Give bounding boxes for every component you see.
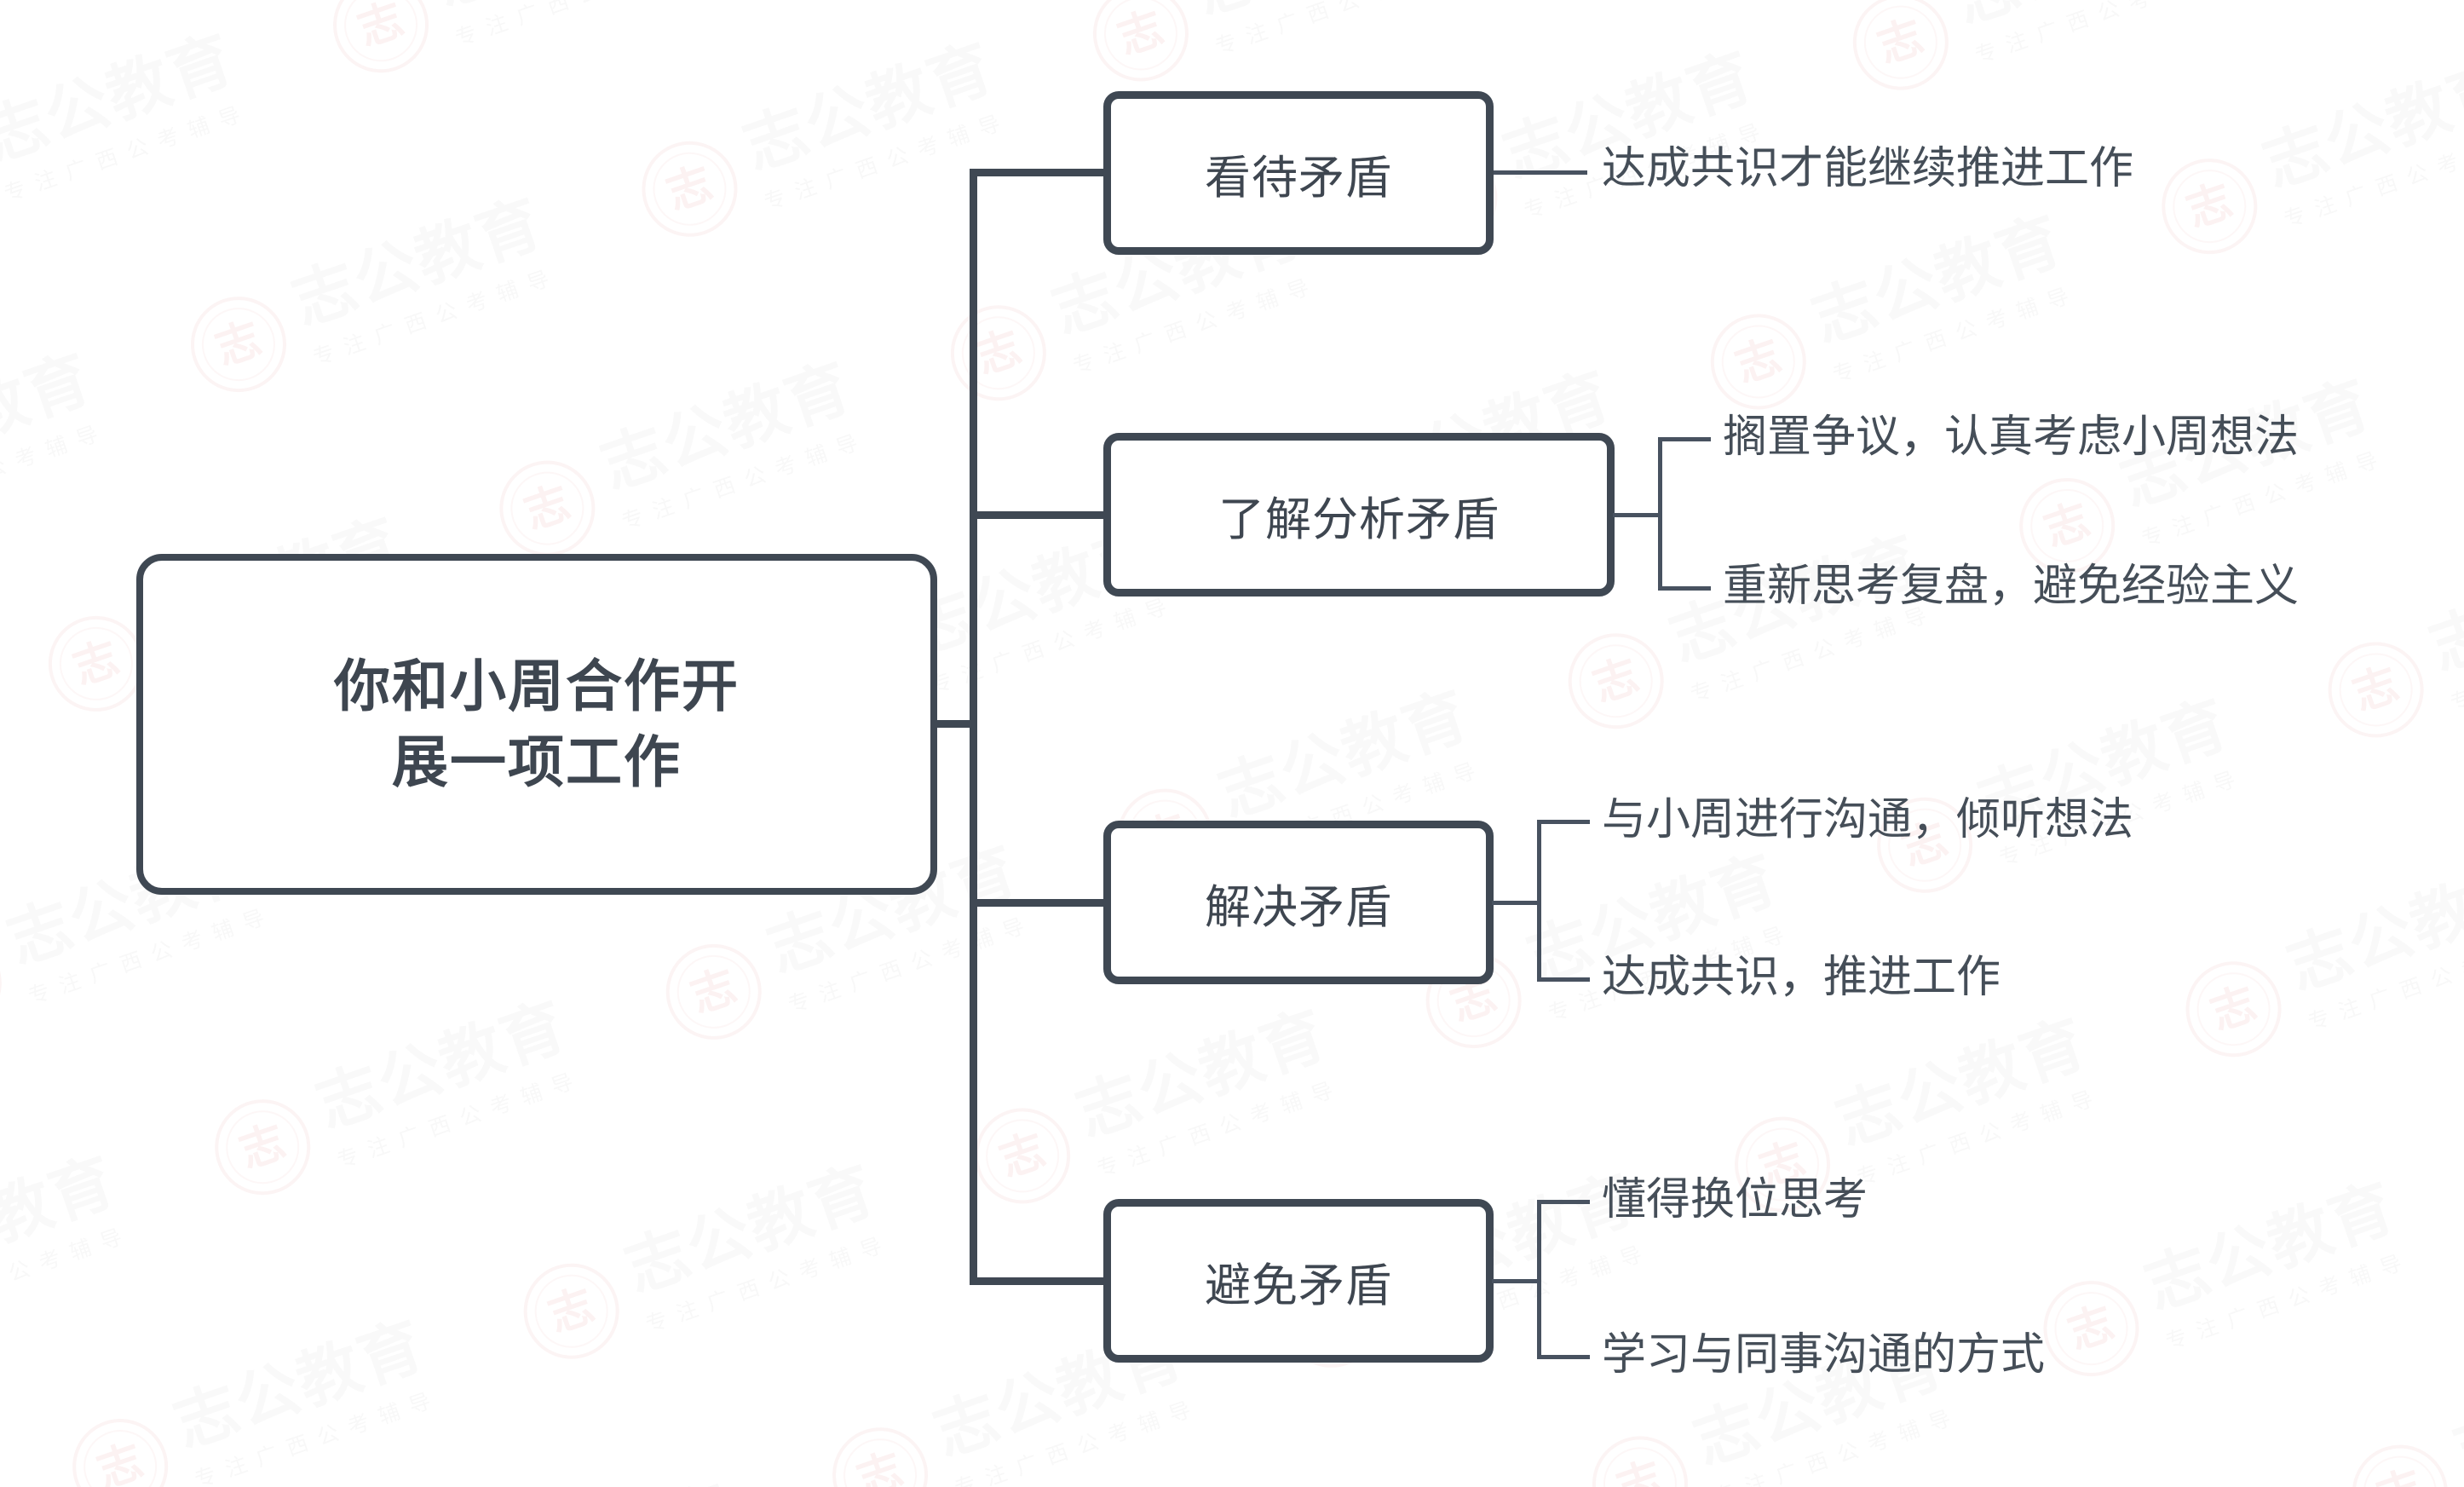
branch-node-2[interactable]: 了解分析矛盾: [1103, 433, 1615, 597]
root-node-label: 你和小周合作开 展一项工作: [334, 648, 740, 800]
branch-node-1[interactable]: 看待矛盾: [1103, 91, 1494, 255]
connector-leaf-1-0: [1494, 170, 1587, 175]
leaf-text-3-1: 达成共识，推进工作: [1602, 953, 2001, 1002]
connector-leaf-3-0: [1537, 820, 1590, 824]
connector-branch-1: [970, 169, 1108, 176]
connector-root-stub: [937, 720, 976, 728]
branch-node-3-label: 解决矛盾: [1205, 881, 1392, 933]
connector-leaf-2-1: [1658, 586, 1711, 591]
connector-bracket-3: [1537, 820, 1541, 982]
root-node[interactable]: 你和小周合作开 展一项工作: [136, 554, 937, 895]
branch-node-4-label: 避免矛盾: [1205, 1259, 1392, 1311]
leaf-text-1-0: 达成共识才能继续推进工作: [1602, 144, 2134, 193]
connector-branch-3-stub: [1492, 901, 1540, 905]
branch-node-4[interactable]: 避免矛盾: [1103, 1199, 1494, 1363]
connector-leaf-2-0: [1658, 437, 1711, 441]
branch-node-2-label: 了解分析矛盾: [1218, 493, 1500, 545]
connector-leaf-4-1: [1537, 1355, 1590, 1359]
branch-node-3[interactable]: 解决矛盾: [1103, 821, 1494, 984]
connector-bracket-4: [1537, 1200, 1541, 1359]
leaf-text-2-1: 重新思考复盘，避免经验主义: [1723, 562, 2300, 611]
leaf-text-4-1: 学习与同事沟通的方式: [1602, 1330, 2046, 1380]
connector-trunk: [970, 169, 977, 1285]
connector-branch-4-stub: [1492, 1279, 1540, 1283]
root-node-label-line1: 你和小周合作开: [334, 654, 740, 718]
connector-leaf-3-1: [1537, 977, 1590, 982]
leaf-text-2-0: 搁置争议，认真考虑小周想法: [1723, 412, 2300, 462]
connector-bracket-2: [1658, 437, 1662, 591]
connector-branch-2-stub: [1613, 513, 1661, 517]
connector-branch-3: [970, 899, 1108, 907]
connector-branch-2: [970, 511, 1108, 519]
connector-branch-4: [970, 1277, 1108, 1285]
leaf-text-4-0: 懂得换位思考: [1602, 1175, 1868, 1225]
connector-leaf-4-0: [1537, 1200, 1590, 1204]
leaf-text-3-0: 与小周进行沟通，倾听想法: [1602, 795, 2134, 844]
root-node-label-line2: 展一项工作: [392, 730, 682, 793]
branch-node-1-label: 看待矛盾: [1205, 152, 1392, 204]
